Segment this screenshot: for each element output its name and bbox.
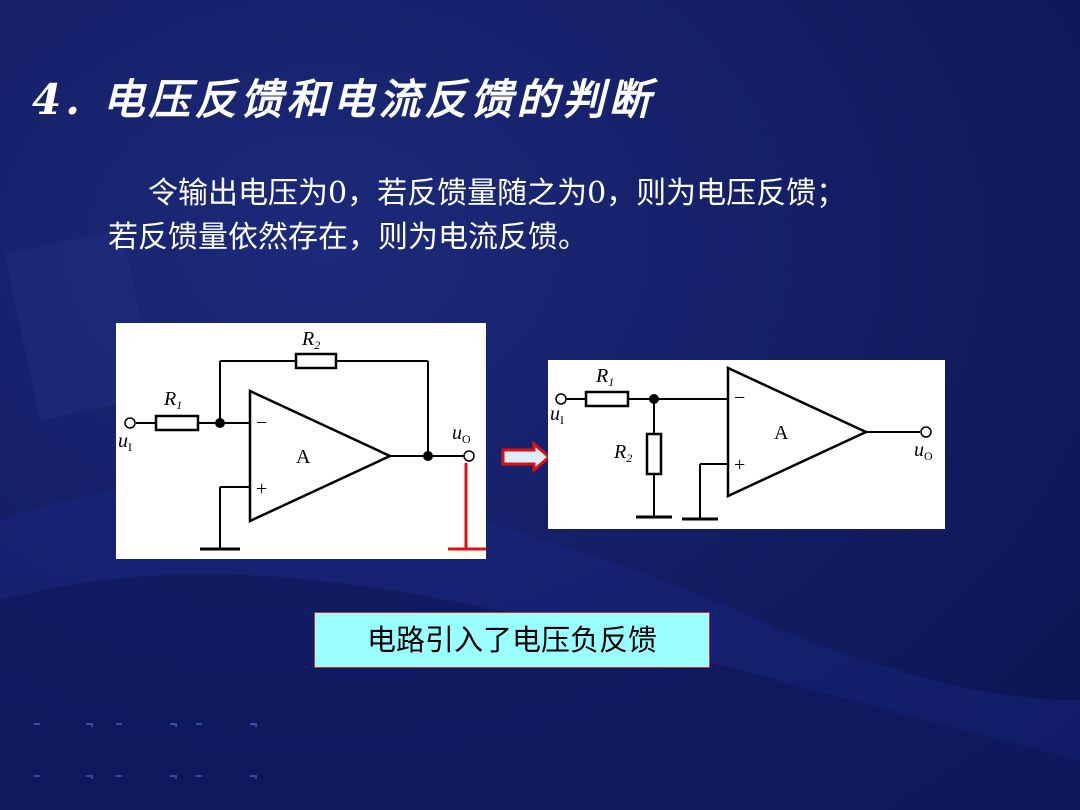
conclusion-box: 电路引入了电压负反馈 — [314, 612, 710, 668]
r1-subscript: 1 — [176, 398, 182, 412]
svg-text:R1: R1 — [163, 388, 182, 412]
r1-label: R — [163, 388, 176, 410]
decorative-marks — [34, 723, 257, 779]
input-label: u — [118, 430, 128, 452]
minus-sign: − — [734, 387, 745, 409]
svg-text:R2: R2 — [301, 328, 320, 352]
right-arrow-icon — [501, 441, 552, 473]
plus-sign: + — [256, 478, 267, 500]
svg-text:uI: uI — [550, 403, 564, 427]
input-label: u — [550, 403, 560, 425]
svg-text:R2: R2 — [613, 441, 632, 465]
circuit-original-diagram: R2 R1 − + A uI uO — [118, 328, 486, 551]
amp-label: A — [774, 422, 789, 444]
svg-text:uO: uO — [452, 422, 471, 446]
r2-label: R — [301, 328, 314, 350]
r2-subscript: 2 — [626, 451, 632, 465]
r1-subscript: 1 — [608, 375, 614, 389]
output-subscript: O — [462, 432, 471, 446]
output-short-line — [448, 463, 486, 551]
r2-label: R — [613, 441, 626, 463]
r2-subscript: 2 — [314, 338, 320, 352]
circuit-shorted-panel: R1 R2 − + A uI uO — [548, 360, 945, 529]
input-subscript: I — [128, 440, 132, 454]
amp-label: A — [296, 446, 311, 468]
input-subscript: I — [560, 413, 564, 427]
r1-label: R — [595, 365, 608, 387]
explanation-line-1: 令输出电压为0，若反馈量随之为0，则为电压反馈； — [148, 176, 847, 211]
svg-text:uO: uO — [914, 439, 933, 463]
output-subscript: O — [924, 449, 933, 463]
output-label: u — [452, 422, 462, 444]
svg-text:R1: R1 — [595, 365, 614, 389]
circuit-shorted-diagram: R1 R2 − + A uI uO — [550, 365, 933, 521]
minus-sign: − — [256, 412, 267, 434]
svg-text:uI: uI — [118, 430, 132, 454]
plus-sign: + — [734, 454, 745, 476]
explanation-line-2: 若反馈量依然存在，则为电流反馈。 — [108, 220, 588, 255]
slide-title: 4. 电压反馈和电流反馈的判断 — [32, 75, 655, 124]
explanation-text: 令输出电压为0，若反馈量随之为0，则为电压反馈； 若反馈量依然存在，则为电流反馈… — [108, 172, 988, 260]
circuit-original-panel: R2 R1 − + A uI uO — [116, 323, 486, 559]
output-label: u — [914, 439, 924, 461]
